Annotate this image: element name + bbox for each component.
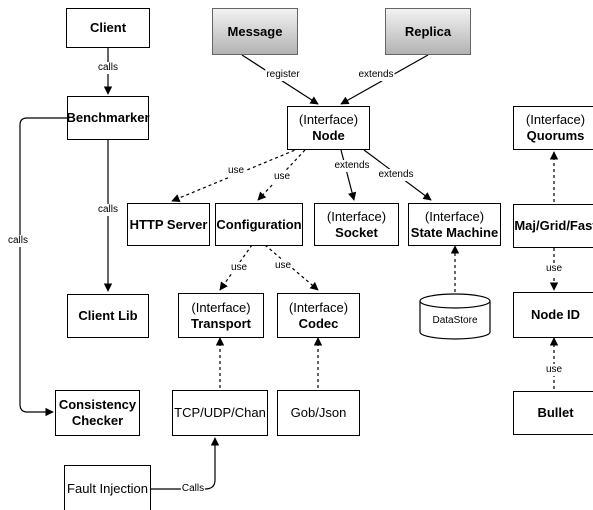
datastore-label: DataStore	[432, 315, 478, 326]
benchmarker-label: Benchmarker	[66, 110, 150, 125]
node-id-node: Node ID	[513, 292, 593, 338]
edge-fault-tcp	[151, 437, 220, 490]
quorums-node: (Interface) Quorums	[513, 106, 593, 150]
edge-label-client-benchmarker: calls	[96, 62, 120, 74]
state-machine-stereotype: (Interface)	[424, 208, 485, 224]
edge-label-node-http: use	[226, 165, 246, 177]
client-lib-node: Client Lib	[67, 294, 149, 338]
socket-stereotype: (Interface)	[326, 208, 387, 224]
configuration-node: Configuration	[215, 203, 303, 246]
edge-label-node-config: use	[272, 171, 292, 183]
edge-label-config-transport: use	[229, 262, 249, 274]
quorums-stereotype: (Interface)	[525, 112, 586, 127]
edge-label-node-statemachine: extends	[377, 169, 415, 181]
edge-node-http	[171, 147, 301, 202]
node-id-label: Node ID	[530, 307, 581, 322]
edge-label-benchmarker-consistency: calls	[6, 235, 30, 247]
maj-grid-fast-label: Maj/Grid/Fast	[514, 218, 593, 233]
configuration-label: Configuration	[216, 216, 302, 232]
consistency-checker-node: Consistency Checker	[55, 390, 140, 436]
codec-stereotype: (Interface)	[288, 299, 349, 315]
edge-label-fault-tcp: Calls	[180, 483, 206, 495]
consistency-checker-label-line1: Consistency	[58, 397, 137, 412]
maj-grid-fast-node: Maj/Grid/Fast	[513, 204, 593, 248]
benchmarker-node: Benchmarker	[66, 96, 150, 140]
fault-injection-node: Fault Injection	[64, 465, 151, 510]
state-machine-node: (Interface) State Machine	[408, 203, 501, 246]
http-server-label: HTTP Server	[129, 216, 208, 232]
consistency-checker-label-line2: Checker	[71, 413, 124, 428]
message-label: Message	[227, 23, 283, 39]
transport-node: (Interface) Transport	[178, 293, 264, 338]
codec-node: (Interface) Codec	[277, 293, 360, 338]
edge-label-node-socket: extends	[333, 160, 371, 172]
client-label: Client	[89, 20, 127, 35]
socket-node: (Interface) Socket	[314, 203, 399, 246]
gob-json-node: Gob/Json	[277, 390, 360, 436]
node-label: Node	[312, 128, 345, 143]
tcp-udp-chan-node: TCP/UDP/Chan	[172, 390, 268, 436]
gob-json-label: Gob/Json	[290, 405, 347, 420]
transport-label: Transport	[191, 315, 251, 331]
node-stereotype: (Interface)	[298, 112, 359, 127]
state-machine-label: State Machine	[410, 224, 499, 240]
client-node: Client	[66, 8, 150, 48]
replica-label: Replica	[404, 23, 452, 39]
edge-label-config-codec: use	[273, 260, 293, 272]
http-server-node: HTTP Server	[127, 203, 210, 246]
client-lib-label: Client Lib	[78, 308, 138, 323]
edge-label-bullet-nodeid: use	[544, 364, 564, 376]
edge-label-replica-node: extends	[357, 69, 395, 81]
socket-label: Socket	[335, 224, 378, 240]
edge-label-majgrid-nodeid: use	[544, 263, 564, 275]
edge-label-message-node: register	[265, 69, 301, 81]
replica-node: Replica	[385, 8, 471, 55]
edge-benchmarker-consistency	[19, 117, 67, 417]
bullet-node: Bullet	[513, 391, 593, 435]
edge-label-benchmarker-clientlib: calls	[96, 204, 120, 216]
bullet-label: Bullet	[537, 405, 574, 420]
edge-node-socket	[340, 149, 357, 201]
datastore-cylinder	[419, 293, 491, 340]
node-interface-node: (Interface) Node	[287, 106, 370, 150]
quorums-label: Quorums	[526, 128, 585, 143]
tcp-udp-chan-label: TCP/UDP/Chan	[174, 405, 266, 420]
transport-stereotype: (Interface)	[191, 299, 251, 315]
codec-label: Codec	[298, 315, 339, 331]
fault-injection-label: Fault Injection	[67, 480, 148, 496]
message-node: Message	[212, 8, 298, 55]
